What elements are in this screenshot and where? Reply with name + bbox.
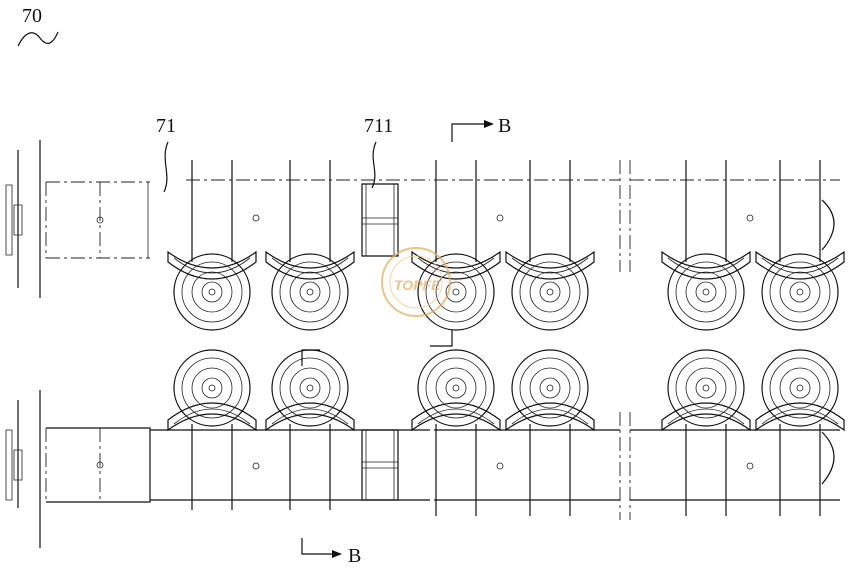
ref-label-71: 71 xyxy=(156,115,176,137)
watermark-text: TOPFE xyxy=(394,277,441,293)
lower-saddle-2 xyxy=(265,402,355,432)
section-label-bottom: B xyxy=(348,545,361,567)
section-marker-bottom: B xyxy=(301,538,361,567)
lower-roller-4 xyxy=(511,349,589,427)
cut-arc-top xyxy=(821,199,835,251)
lower-roller-3 xyxy=(417,349,495,427)
watermark-logo: TOPFE xyxy=(381,247,451,317)
upper-roller-1 xyxy=(173,253,251,331)
ref-label-711: 711 xyxy=(364,115,393,137)
lower-shaft-assembly xyxy=(46,412,840,520)
upper-saddle-4 xyxy=(505,250,595,280)
ref-label-70: 70 xyxy=(22,5,42,27)
section-label-top: B xyxy=(498,115,511,137)
lower-roller-6 xyxy=(761,349,839,427)
upper-saddle-3 xyxy=(411,250,501,280)
bracket-mark-1 xyxy=(301,349,320,366)
lower-saddle-1 xyxy=(167,402,257,432)
lower-saddle-5 xyxy=(661,402,751,432)
leader-line-71 xyxy=(163,141,169,193)
upper-roller-6 xyxy=(761,253,839,331)
lower-roller-row xyxy=(167,349,845,485)
upper-shaft-assembly xyxy=(46,160,840,272)
leader-squiggle-70 xyxy=(17,31,59,47)
lower-saddle-3 xyxy=(411,402,501,432)
left-frame-bottom xyxy=(5,390,104,548)
coupling-711-top xyxy=(361,183,399,257)
left-frame-top xyxy=(5,140,149,298)
section-marker-top: B xyxy=(451,115,511,142)
lower-saddle-6 xyxy=(755,402,845,432)
upper-roller-5 xyxy=(667,253,745,331)
upper-roller-3 xyxy=(417,253,495,331)
upper-saddle-5 xyxy=(661,250,751,280)
lower-roller-5 xyxy=(667,349,745,427)
leader-line-711 xyxy=(371,141,377,189)
bracket-mark-2 xyxy=(430,330,453,347)
lower-roller-1 xyxy=(173,349,251,427)
coupling-711-bottom xyxy=(361,429,399,501)
upper-roller-2 xyxy=(271,253,349,331)
lower-saddle-4 xyxy=(505,402,595,432)
upper-roller-4 xyxy=(511,253,589,331)
upper-saddle-6 xyxy=(755,250,845,280)
upper-saddle-1 xyxy=(167,250,257,280)
upper-saddle-2 xyxy=(265,250,355,280)
cut-arc-bottom xyxy=(821,431,835,485)
upper-roller-row xyxy=(167,199,845,331)
